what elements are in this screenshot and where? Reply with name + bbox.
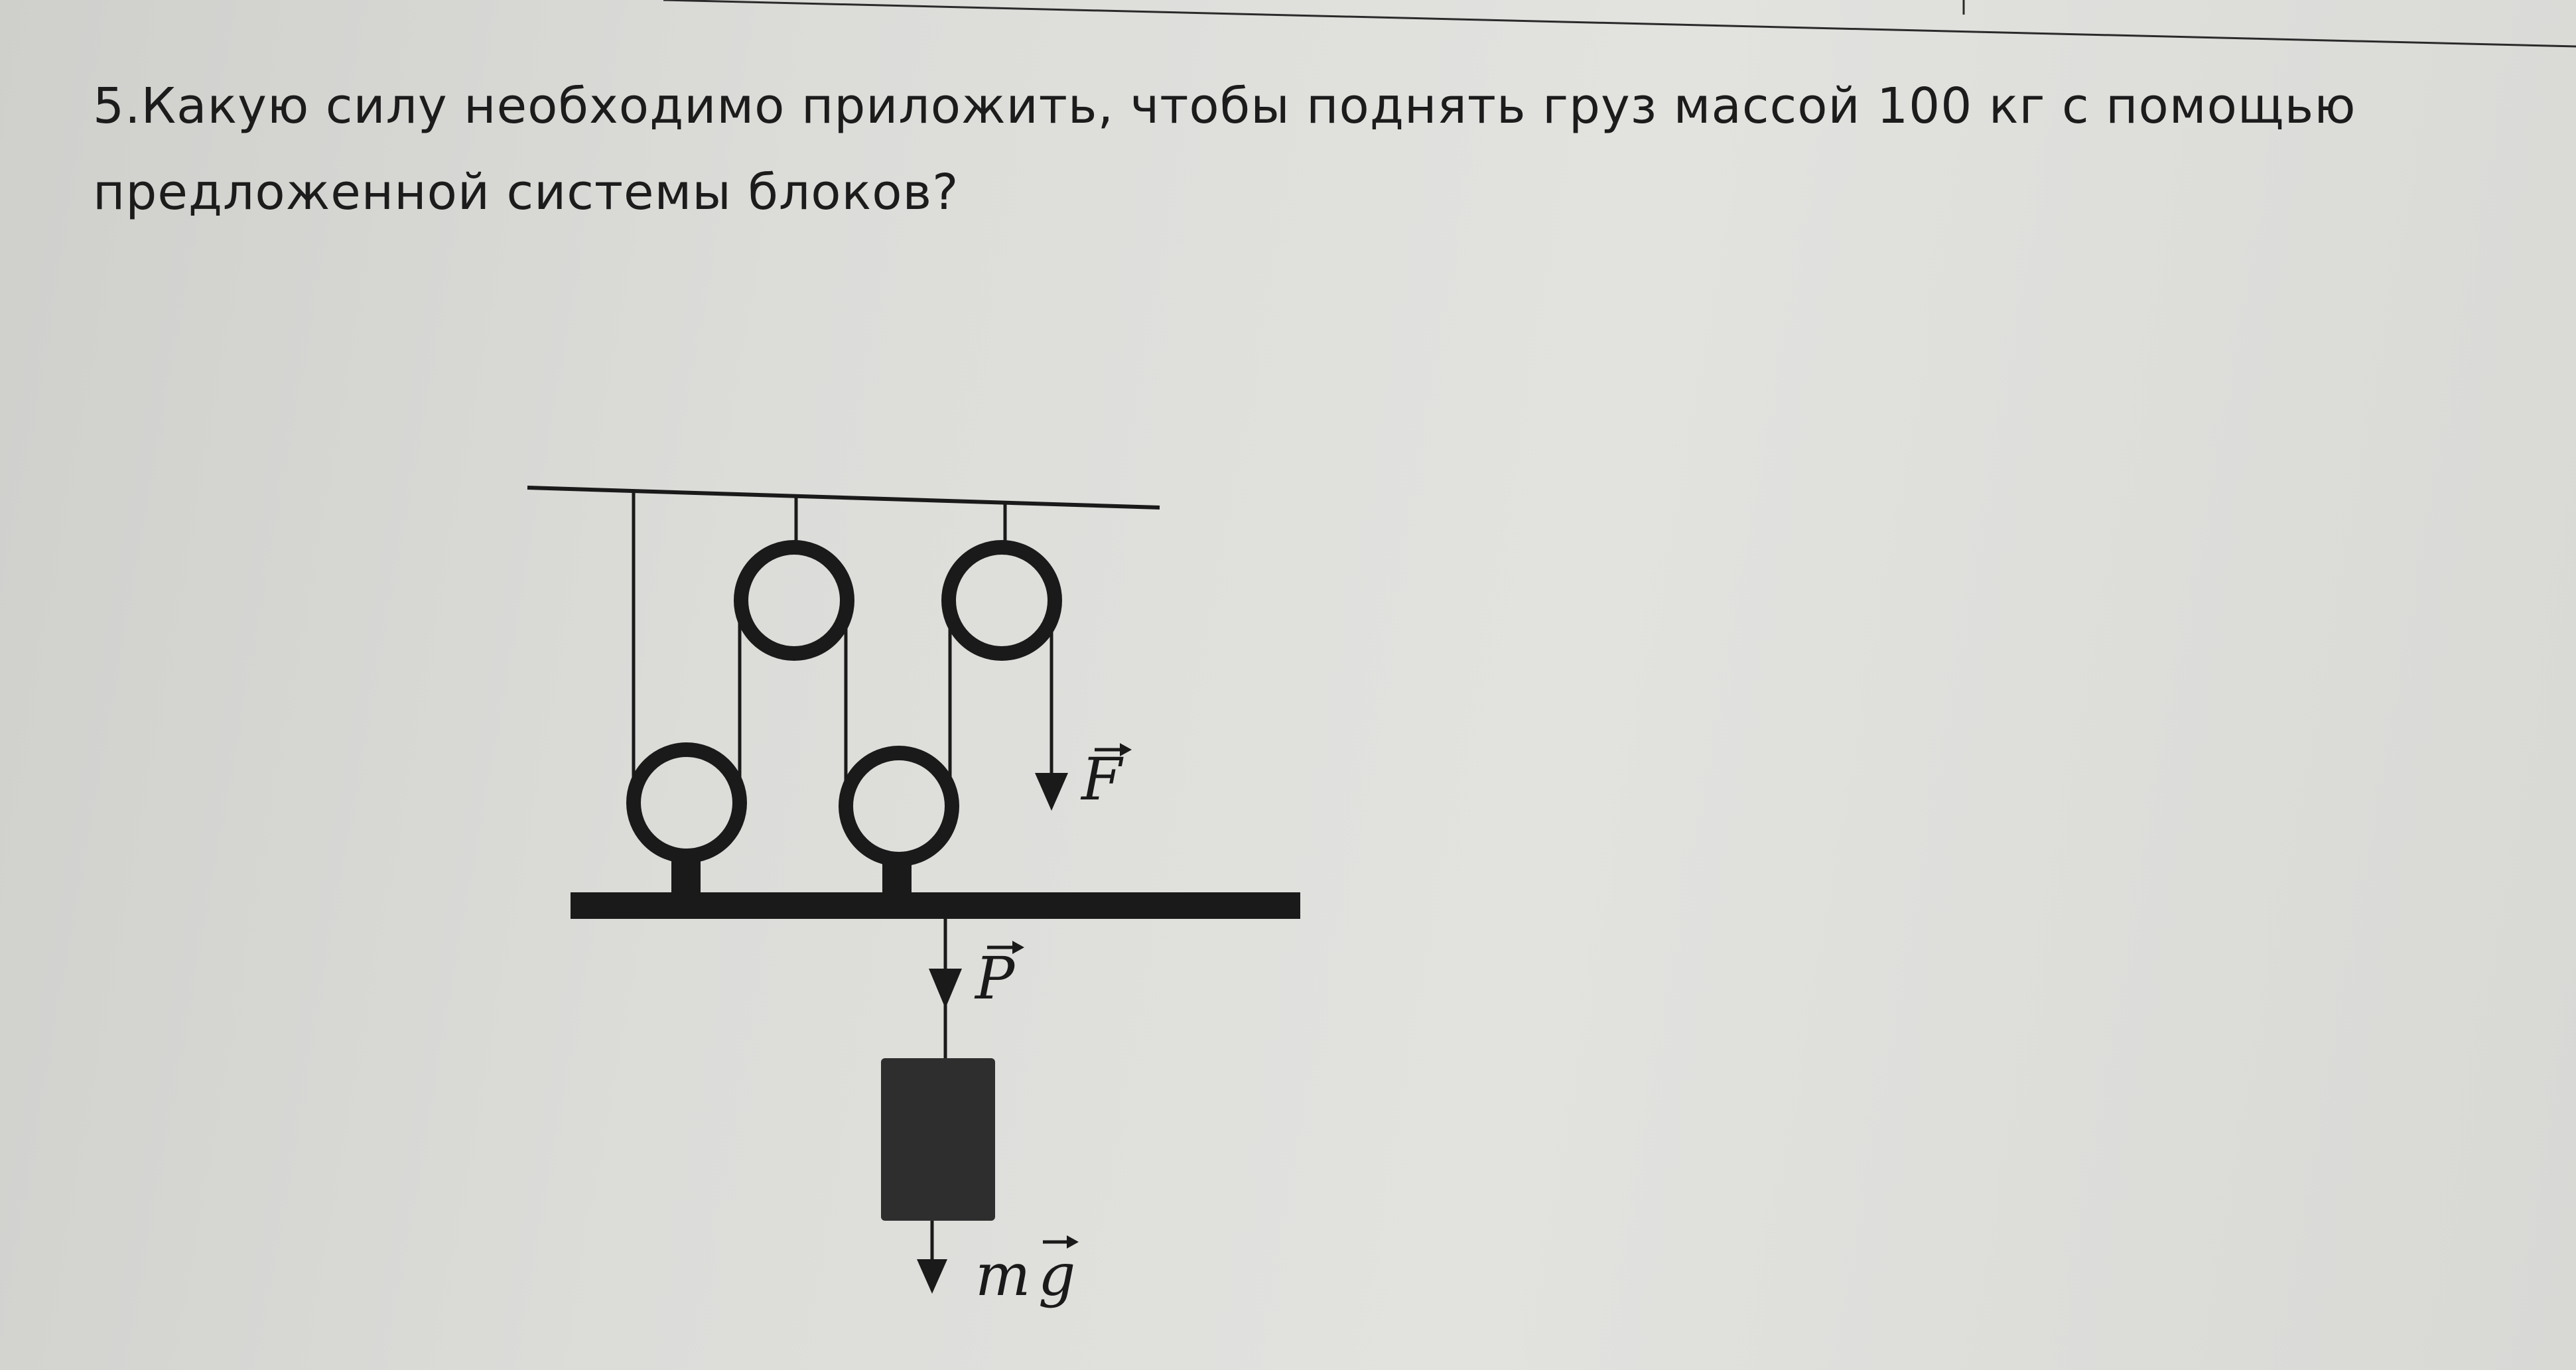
- movable-bar: [571, 892, 1300, 919]
- question-line-2: предложенной системы блоков?: [93, 164, 959, 221]
- movable-pulley-2: [839, 746, 959, 866]
- question-text: 5.Какую силу необходимо приложить, чтобы…: [93, 63, 2481, 236]
- load-block: [881, 1058, 995, 1221]
- force-label-text: F: [1080, 745, 1124, 813]
- p-vector-tip: [1012, 941, 1024, 954]
- movable-pulley-1-stem: [671, 849, 701, 896]
- question-line-1: 5.Какую силу необходимо приложить, чтобы…: [93, 78, 2356, 135]
- force-arrow-head: [1035, 773, 1068, 811]
- ceiling-line: [527, 486, 1160, 510]
- p-arrow-head: [929, 969, 962, 1008]
- paper-edge-line: [663, 0, 2576, 48]
- p-label: P: [974, 941, 1024, 1012]
- g-vector-tip: [1067, 1235, 1079, 1249]
- fixed-pulley-2: [941, 540, 1062, 661]
- p-label-text: P: [974, 944, 1016, 1012]
- gravity-label-m: m: [975, 1241, 1030, 1309]
- force-label: F: [1080, 743, 1132, 813]
- movable-pulley-2-stem: [882, 853, 912, 896]
- page-edge: [663, 0, 2576, 48]
- fixed-pulley-1: [734, 540, 854, 661]
- gravity-arrow-head: [917, 1259, 947, 1294]
- force-vector-tip: [1120, 743, 1132, 756]
- gravity-label-g: g: [1038, 1241, 1075, 1309]
- gravity-label: m g: [975, 1235, 1079, 1309]
- movable-pulley-1: [626, 742, 747, 863]
